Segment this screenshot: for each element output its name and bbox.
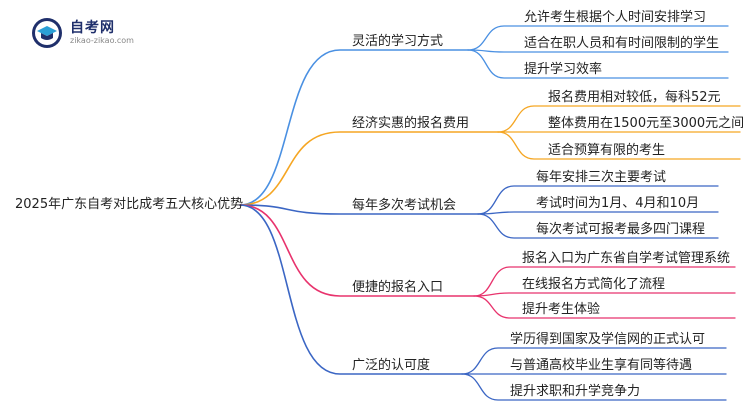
leaf-connector — [473, 295, 736, 319]
branch-connector — [239, 131, 499, 206]
leaf-label: 允许考生根据个人时间安排学习 — [524, 10, 707, 25]
leaf-connector — [477, 211, 719, 215]
leaf-label: 提升考生体验 — [522, 302, 601, 317]
branch-label: 每年多次考试机会 — [352, 198, 457, 213]
branch-connector — [239, 204, 475, 297]
leaf-label: 考试时间为1月、4月和10月 — [536, 196, 700, 211]
branch-label: 广泛的认可度 — [352, 358, 431, 373]
leaf-connector — [473, 292, 736, 297]
branch-connector — [239, 204, 479, 215]
leaf-label: 适合在职人员和有时间限制的学生 — [524, 36, 720, 51]
branch-label: 便捷的报名入口 — [352, 280, 444, 295]
leaf-label: 整体费用在1500元至3000元之间 — [548, 116, 745, 131]
leaf-connector — [497, 131, 741, 160]
leaf-connector — [461, 347, 727, 375]
branch-connector — [239, 204, 463, 375]
leaf-connector — [467, 25, 729, 51]
branch-label: 经济实惠的报名费用 — [352, 116, 470, 131]
leaf-connector — [473, 266, 736, 297]
site-logo[interactable]: 自考网 zikao-zikao.com — [30, 14, 150, 54]
logo-title: 自考网 — [70, 20, 115, 36]
leaf-connector — [477, 213, 719, 239]
leaf-label: 提升求职和升学竞争力 — [510, 384, 641, 399]
leaf-connector — [461, 373, 727, 401]
leaf-connector — [477, 185, 719, 215]
leaf-connector — [497, 105, 741, 133]
leaf-label: 适合预算有限的考生 — [548, 143, 666, 158]
leaf-label: 报名入口为广东省自学考试管理系统 — [522, 251, 731, 266]
leaf-label: 在线报名方式简化了流程 — [522, 277, 666, 292]
mindmap-links — [239, 25, 741, 401]
branch-connector — [239, 49, 469, 206]
branch-label: 灵活的学习方式 — [352, 34, 444, 49]
leaf-label: 与普通高校毕业生享有同等待遇 — [510, 358, 693, 373]
leaf-label: 报名费用相对较低，每科52元 — [548, 90, 721, 105]
leaf-label: 每年安排三次主要考试 — [536, 170, 667, 185]
root-topic: 2025年广东自考对比成考五大核心优势 — [15, 197, 244, 212]
leaf-connector — [467, 49, 729, 79]
leaf-label: 学历得到国家及学信网的正式认可 — [510, 332, 706, 347]
leaf-connector — [467, 49, 729, 53]
leaf-label: 每次考试可报考最多四门课程 — [536, 222, 706, 237]
graduation-cap-icon — [32, 18, 62, 48]
logo-url: zikao-zikao.com — [70, 36, 134, 45]
leaf-label: 提升学习效率 — [524, 62, 603, 77]
